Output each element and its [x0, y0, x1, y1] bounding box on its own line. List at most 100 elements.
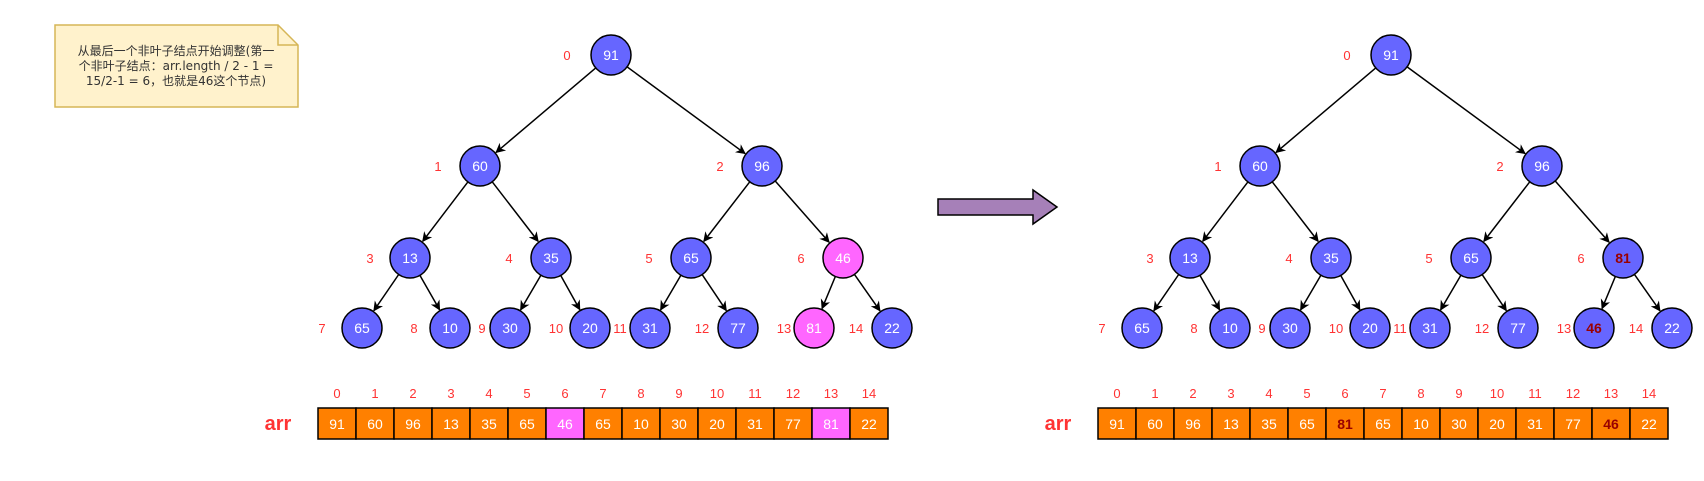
array-cell [1135, 407, 1175, 440]
array-cell [545, 407, 585, 440]
node-index-label: 6 [797, 251, 804, 266]
node-index-label: 12 [1475, 321, 1489, 336]
array-index-label: 4 [1265, 386, 1272, 401]
node-value: 31 [642, 320, 658, 336]
array-index-label: 3 [447, 386, 454, 401]
tree-edge [1275, 67, 1377, 154]
tree-edge [1439, 274, 1462, 311]
array-cell [735, 407, 775, 440]
array-cell-value: 35 [481, 416, 497, 432]
tree-node [530, 237, 572, 279]
node-index-label: 1 [434, 159, 441, 174]
node-value: 60 [1252, 158, 1268, 174]
node-value: 22 [1664, 320, 1680, 336]
node-index-label: 1 [1214, 159, 1221, 174]
annotation-note: 从最后一个非叶子结点开始调整(第一 个非叶子结点：arr.length / 2 … [54, 24, 299, 108]
tree-edge [1633, 273, 1661, 312]
array-cell [1249, 407, 1289, 440]
array-label: arr [1045, 413, 1072, 435]
array-cell-value: 91 [329, 416, 345, 432]
node-value: 60 [472, 158, 488, 174]
tree-node [1497, 307, 1539, 349]
array-cell-value: 30 [1451, 416, 1467, 432]
node-value: 81 [1615, 250, 1631, 266]
tree-edge [1554, 180, 1610, 243]
node-value: 10 [1222, 320, 1238, 336]
array-cell-value: 22 [1641, 416, 1657, 432]
array-cell-value: 60 [1147, 416, 1163, 432]
tree-node [590, 34, 632, 76]
node-index-label: 2 [716, 159, 723, 174]
tree-edge [659, 274, 682, 311]
array-cell-value: 13 [1223, 416, 1239, 432]
array-cell [1325, 407, 1365, 440]
tree-edge [1340, 275, 1361, 311]
node-value: 30 [502, 320, 518, 336]
array-index-label: 5 [523, 386, 530, 401]
tree-node [741, 145, 783, 187]
array-index-label: 9 [675, 386, 682, 401]
array-cell [431, 407, 471, 440]
tree-node [1651, 307, 1693, 349]
array-cell-value: 10 [1413, 416, 1429, 432]
node-index-label: 4 [505, 251, 512, 266]
node-index-label: 14 [1629, 321, 1643, 336]
node-index-label: 5 [645, 251, 652, 266]
node-index-label: 11 [1393, 321, 1407, 336]
tree-edge [853, 273, 881, 312]
array-cell [621, 407, 661, 440]
tree-node [429, 307, 471, 349]
node-index-label: 7 [318, 321, 325, 336]
array-cell-value: 20 [1489, 416, 1505, 432]
array-cell-value: 13 [443, 416, 459, 432]
tree-node [459, 145, 501, 187]
array-index-label: 8 [637, 386, 644, 401]
array-cell-value: 65 [1299, 416, 1315, 432]
array-cell [1629, 407, 1669, 440]
node-index-label: 10 [1329, 321, 1343, 336]
tree-edge [495, 67, 597, 154]
array-cell-value: 31 [747, 416, 763, 432]
transition-arrow [937, 188, 1059, 226]
tree-node [822, 237, 864, 279]
tree-node [1310, 237, 1352, 279]
array-cell [1515, 407, 1555, 440]
tree-edge [626, 66, 746, 155]
array-index-label: 9 [1455, 386, 1462, 401]
tree-edge [1600, 276, 1617, 310]
array-cell [393, 407, 433, 440]
node-index-label: 11 [613, 321, 627, 336]
tree-edge [1406, 66, 1526, 155]
tree-node [1209, 307, 1251, 349]
node-index-label: 5 [1425, 251, 1432, 266]
tree-edge [1483, 181, 1531, 243]
array-index-label: 0 [1113, 386, 1120, 401]
tree-node [489, 307, 531, 349]
node-index-label: 13 [1557, 321, 1571, 336]
tree-edge [491, 181, 539, 243]
node-value: 65 [1463, 250, 1479, 266]
node-index-label: 8 [410, 321, 417, 336]
tree-node [1602, 237, 1644, 279]
node-index-label: 9 [1258, 321, 1265, 336]
array-index-label: 11 [1528, 386, 1542, 401]
tree-edge [373, 274, 400, 312]
node-index-label: 0 [563, 48, 570, 63]
array-index-label: 14 [862, 386, 876, 401]
node-value: 10 [442, 320, 458, 336]
node-value: 46 [835, 250, 851, 266]
array-index-label: 2 [1189, 386, 1196, 401]
array-cell-value: 46 [557, 416, 573, 432]
tree-node [1239, 145, 1281, 187]
tree-edge [820, 276, 837, 310]
array-cell-value: 31 [1527, 416, 1543, 432]
array-cell-value: 65 [1375, 416, 1391, 432]
tree-edge [1299, 274, 1322, 311]
node-value: 65 [683, 250, 699, 266]
array-index-label: 5 [1303, 386, 1310, 401]
tree-node [871, 307, 913, 349]
tree-edge [1271, 181, 1319, 243]
